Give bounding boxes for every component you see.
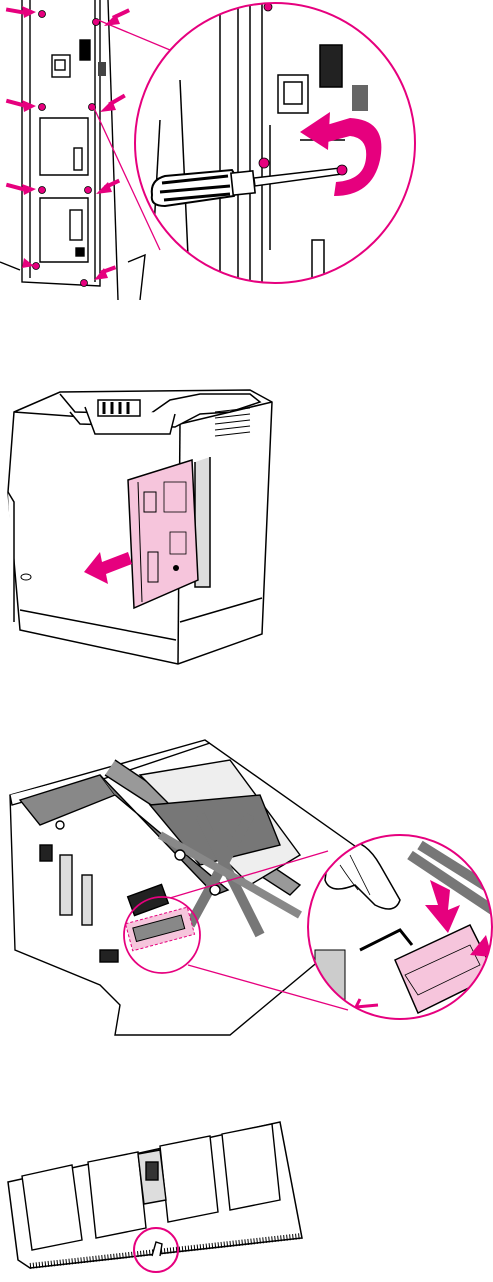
screw-arrows	[6, 6, 130, 280]
memory-module-illustration	[0, 1110, 320, 1282]
memory-install-illustration	[0, 735, 493, 1040]
memory-module-board	[8, 1122, 302, 1272]
formatter-panel-overview	[0, 0, 145, 300]
figure-install-memory-module	[0, 735, 493, 1040]
figure-slide-out-formatter-board	[0, 372, 300, 668]
formatter-screws-illustration	[0, 0, 493, 300]
figure-remove-formatter-screws	[0, 0, 493, 300]
magnified-callout	[120, 0, 440, 300]
printer-formatter-illustration	[0, 372, 300, 668]
figure-memory-module-notch	[0, 1110, 320, 1282]
